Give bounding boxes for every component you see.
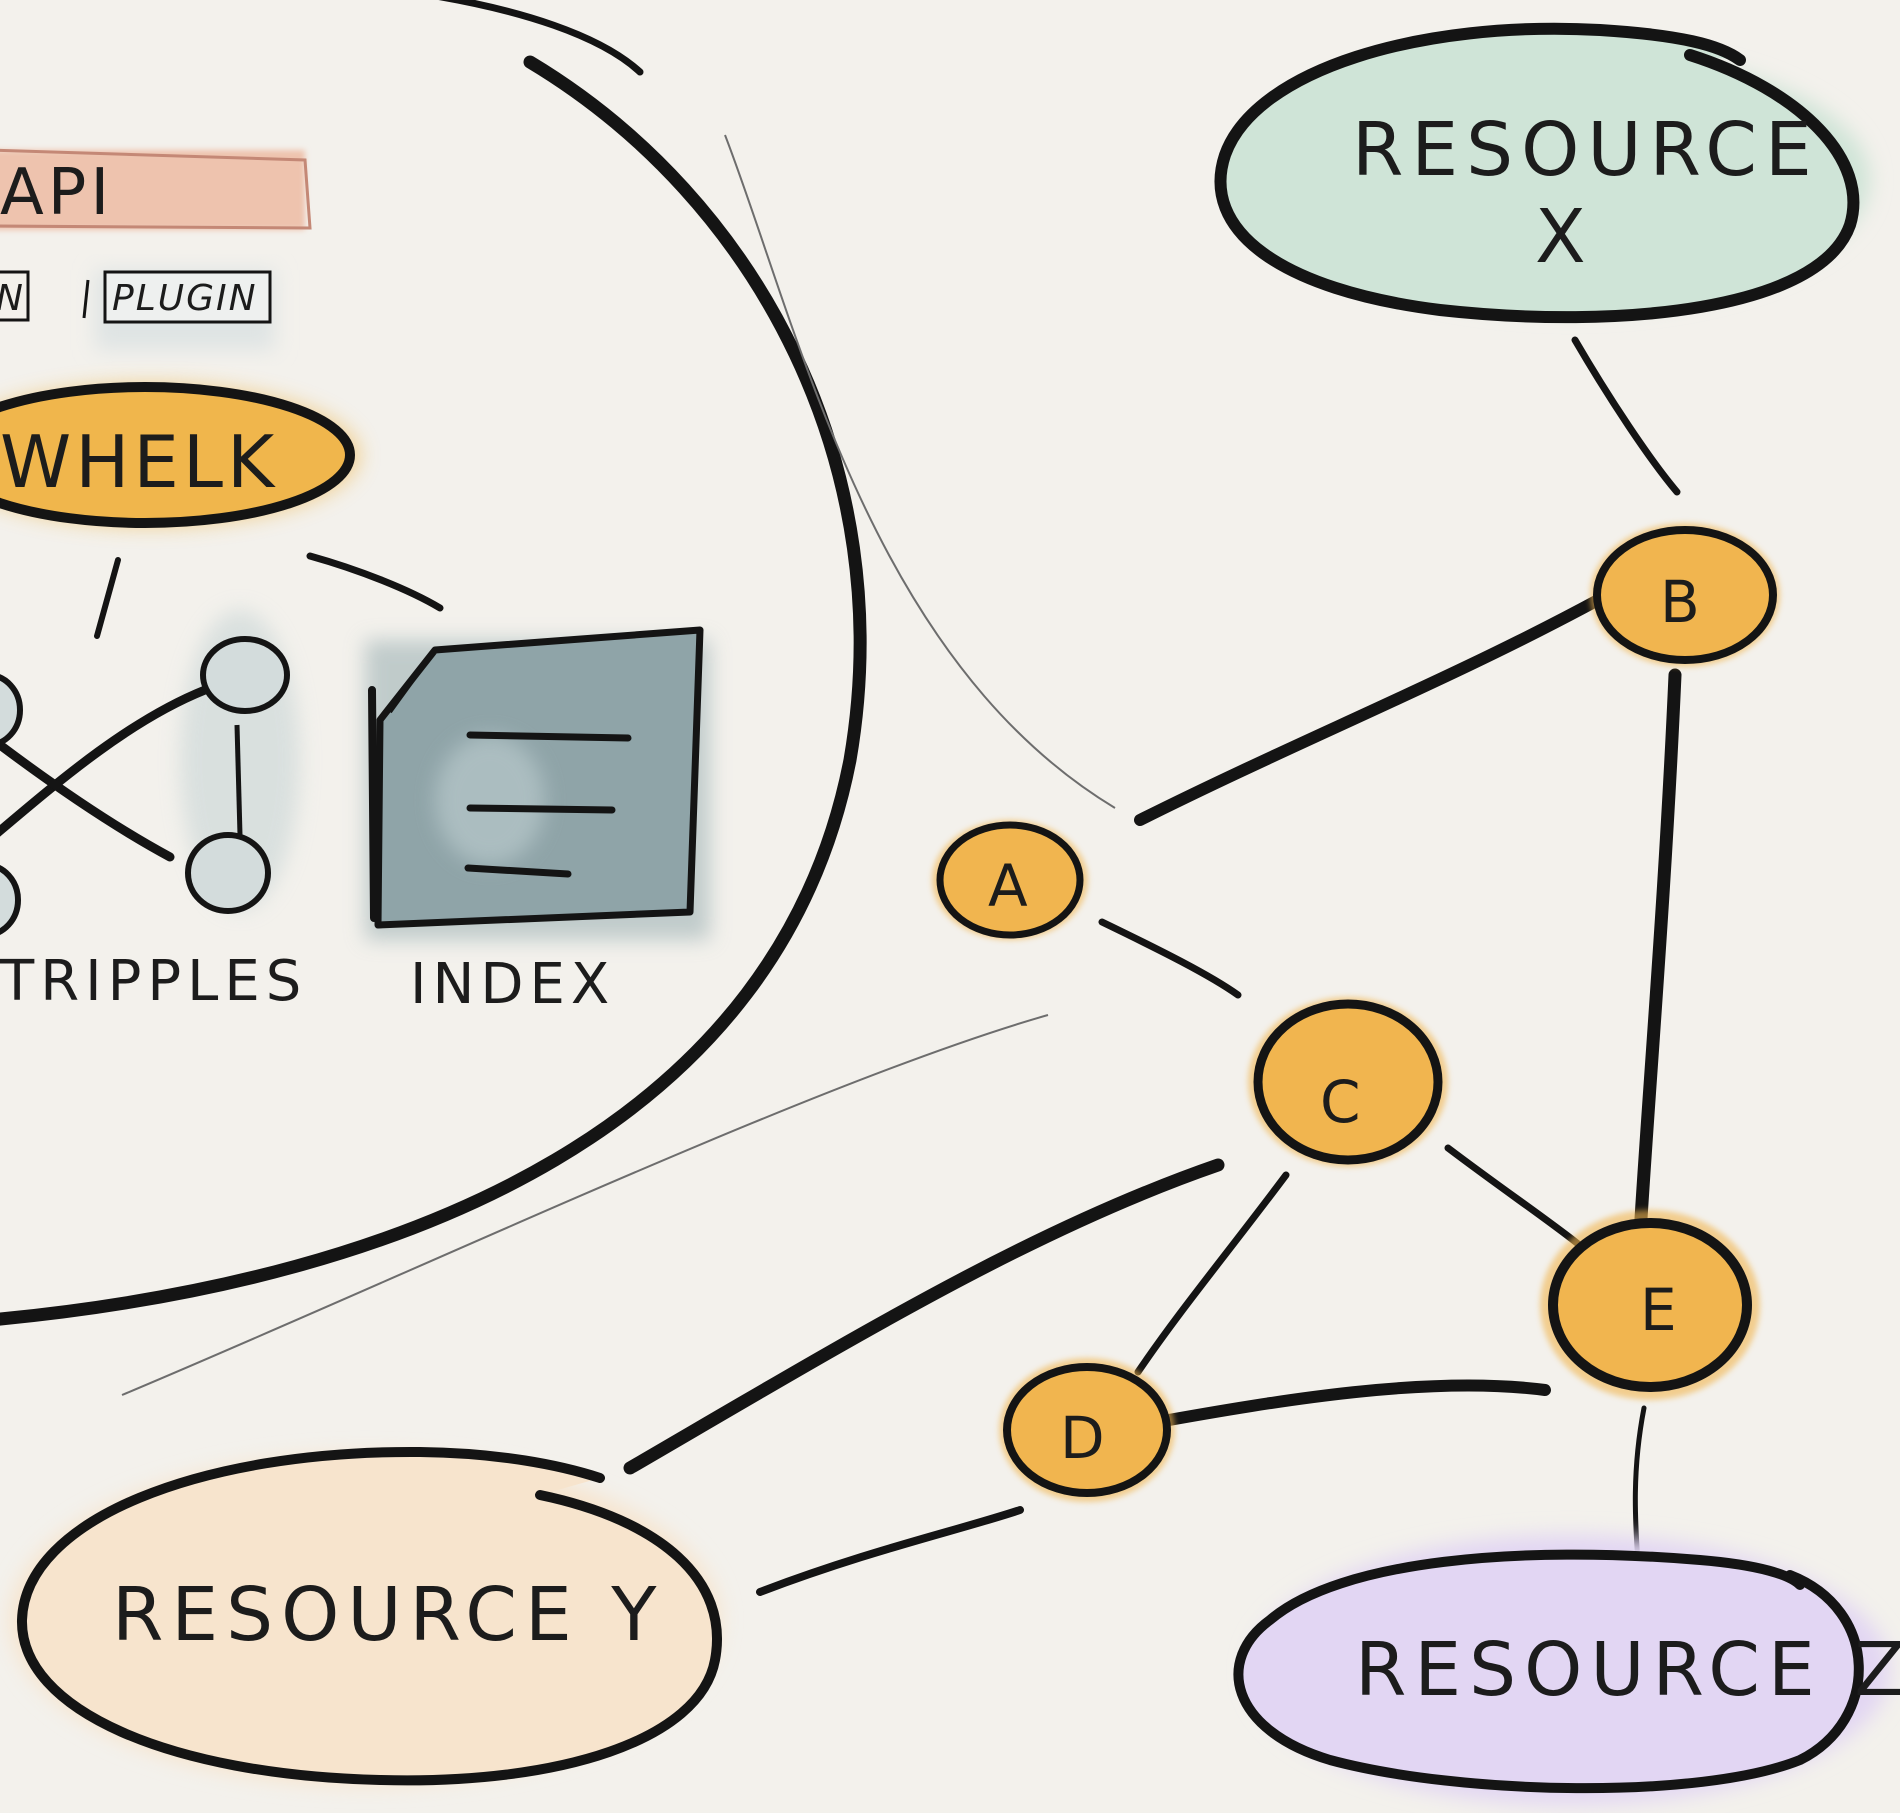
thin-link-top <box>724 134 1116 809</box>
node-c: C <box>1248 997 1448 1167</box>
resource-x-label-line2: X <box>1535 194 1594 280</box>
api-label: API <box>0 156 113 230</box>
resource-y-label: RESOURCE Y <box>112 1572 664 1658</box>
edge-resource-y-c <box>623 1158 1225 1475</box>
node-c-circle <box>1253 999 1443 1165</box>
tripple-node-left-top <box>0 674 23 746</box>
node-b: B <box>1590 523 1780 667</box>
resource-y: RESOURCE Y <box>10 1446 722 1786</box>
thin-link-bottom <box>121 1014 1049 1396</box>
edge-c-d <box>1134 1171 1290 1376</box>
node-d-circle <box>1003 1363 1171 1497</box>
edge-b-e <box>1633 668 1682 1242</box>
index-label: INDEX <box>410 952 615 1017</box>
node-d: D <box>999 1358 1175 1502</box>
index-highlight <box>435 735 545 865</box>
tripple-edge-3 <box>234 724 243 836</box>
node-d-label: D <box>1060 1404 1109 1472</box>
tripple-node-top <box>200 636 290 714</box>
api-bar-wash <box>0 150 305 230</box>
index-line-1 <box>466 731 632 742</box>
resource-x: RESOURCE X <box>1214 22 1870 324</box>
plugin-label: PLUGIN <box>112 278 258 319</box>
tripple-edge-2 <box>0 740 175 862</box>
edge-resource-y-d <box>756 1506 1024 1596</box>
graph-nodes: A B C D E <box>932 523 1780 1502</box>
resource-y-outline <box>16 1446 722 1786</box>
whelk-to-tripples-line <box>94 557 121 639</box>
index-line-3 <box>464 864 572 878</box>
whelk-cluster: API N PLUGIN WHELK TRIPPLES IN <box>0 0 867 1326</box>
whelk-oval <box>0 382 355 528</box>
node-b-label: B <box>1660 568 1704 636</box>
index-left-edge <box>368 686 378 922</box>
edge-a-b <box>1134 594 1604 826</box>
node-a-circle <box>936 821 1084 939</box>
node-e: E <box>1540 1210 1760 1400</box>
resource-x-label-line1: RESOURCE <box>1352 107 1820 193</box>
edge-resource-x-b <box>1571 336 1681 496</box>
tripple-edge-1 <box>0 685 210 837</box>
index-fold <box>388 648 437 714</box>
whelk-to-index-line <box>306 552 444 612</box>
resource-z-outline <box>1233 1549 1864 1794</box>
tripple-node-bottom <box>185 832 271 914</box>
graph-edges <box>623 336 1682 1596</box>
edge-a-c <box>1098 918 1242 999</box>
plugin-divider <box>82 279 90 319</box>
whelk-label: WHELK <box>0 420 278 504</box>
edge-d-e <box>1146 1379 1551 1429</box>
index-line-2 <box>466 804 616 814</box>
api-bar-outline <box>0 148 312 230</box>
node-a: A <box>932 820 1088 940</box>
tripples-label: TRIPPLES <box>0 949 307 1014</box>
resource-z: RESOURCE Z <box>1233 1535 1900 1805</box>
resource-z-label: RESOURCE Z <box>1355 1627 1900 1713</box>
plugin-box-left <box>0 270 30 322</box>
plugin-left-label: N <box>0 278 25 319</box>
node-e-label: E <box>1640 1276 1681 1344</box>
plugin-box <box>103 270 272 324</box>
node-c-label: C <box>1320 1068 1365 1136</box>
cluster-boundary-arc <box>0 55 867 1326</box>
resource-x-outline <box>1214 22 1860 324</box>
node-b-circle <box>1593 526 1777 664</box>
tripple-node-left-bottom <box>0 865 21 935</box>
node-a-label: A <box>988 852 1032 920</box>
cluster-boundary-top <box>438 0 644 76</box>
node-e-circle <box>1548 1218 1752 1392</box>
